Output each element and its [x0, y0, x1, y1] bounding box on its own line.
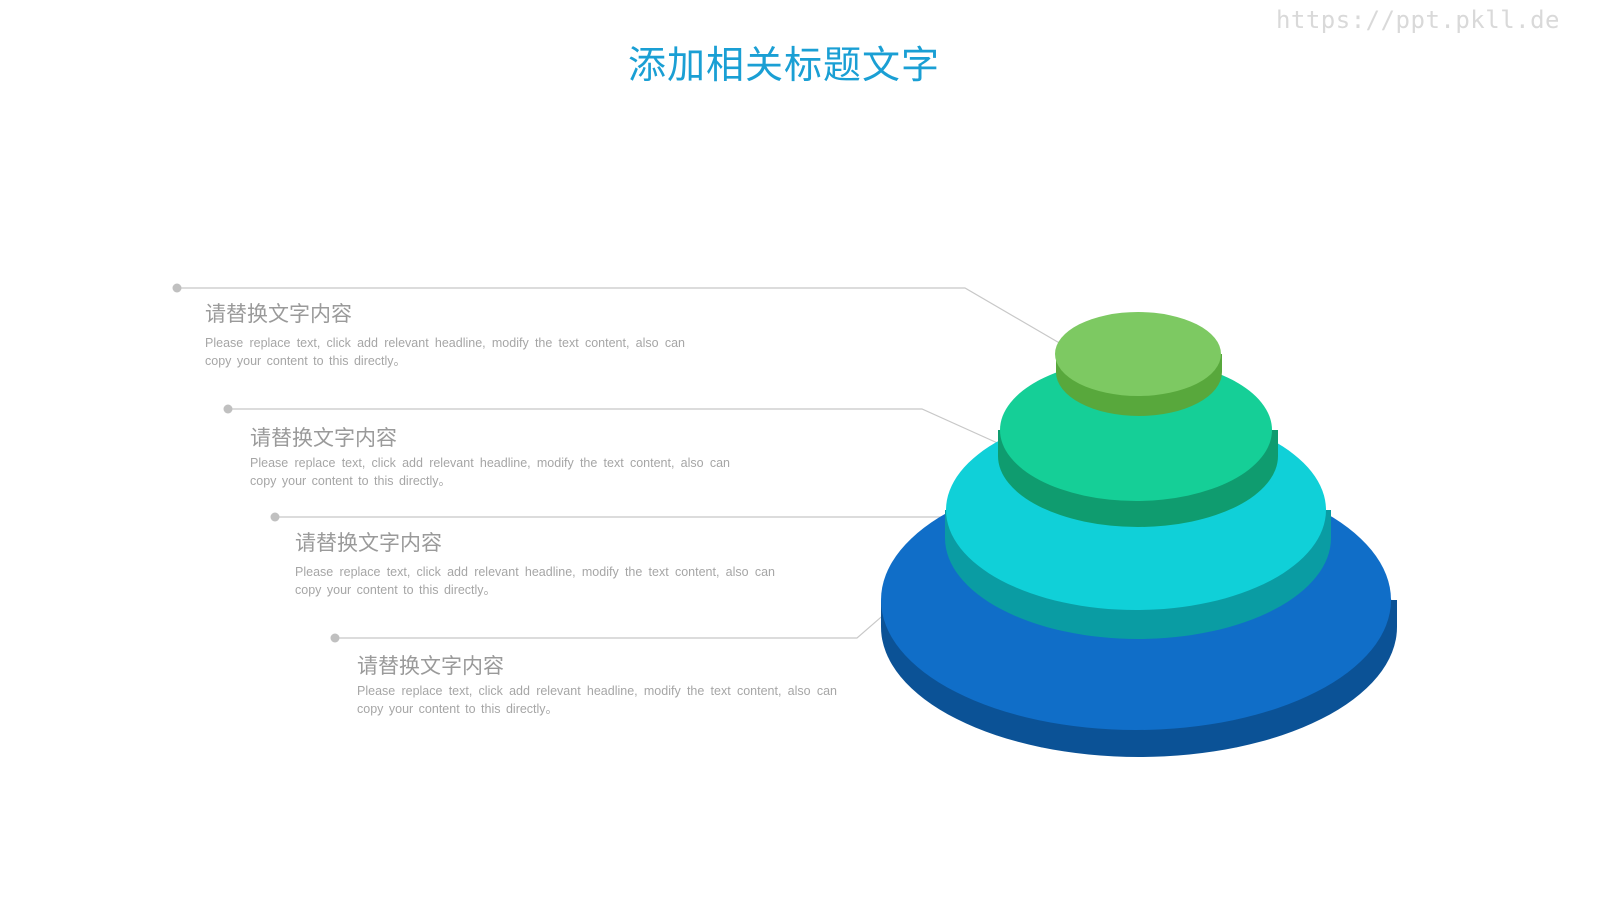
connector-dots: [172, 283, 340, 643]
connector-dot-2: [223, 404, 233, 414]
text-block-1: 请替换文字内容 Please replace text, click add r…: [205, 298, 685, 370]
connector-dot-4: [330, 633, 340, 643]
item-description: Please replace text, click add relevant …: [295, 565, 775, 597]
page-title: 添加相关标题文字: [627, 43, 940, 87]
item-description: Please replace text, click add relevant …: [205, 336, 685, 368]
connector-dot-3: [270, 512, 280, 522]
item-heading: 请替换文字内容: [250, 426, 397, 450]
item-heading: 请替换文字内容: [295, 531, 442, 555]
text-block-4: 请替换文字内容 Please replace text, click add r…: [357, 650, 837, 718]
watermark-url: https://ppt.pkll.de: [1275, 6, 1560, 34]
connector-line-2: [228, 408, 1014, 451]
text-block-2: 请替换文字内容 Please replace text, click add r…: [250, 422, 730, 490]
item-description: Please replace text, click add relevant …: [250, 456, 730, 488]
item-description: Please replace text, click add relevant …: [357, 684, 837, 716]
item-heading: 请替换文字内容: [205, 302, 352, 326]
item-heading: 请替换文字内容: [357, 654, 504, 678]
connector-line-1: [177, 287, 1069, 349]
layer-1-disc: [1055, 312, 1222, 416]
text-block-3: 请替换文字内容 Please replace text, click add r…: [295, 527, 775, 599]
connector-dot-1: [172, 283, 182, 293]
